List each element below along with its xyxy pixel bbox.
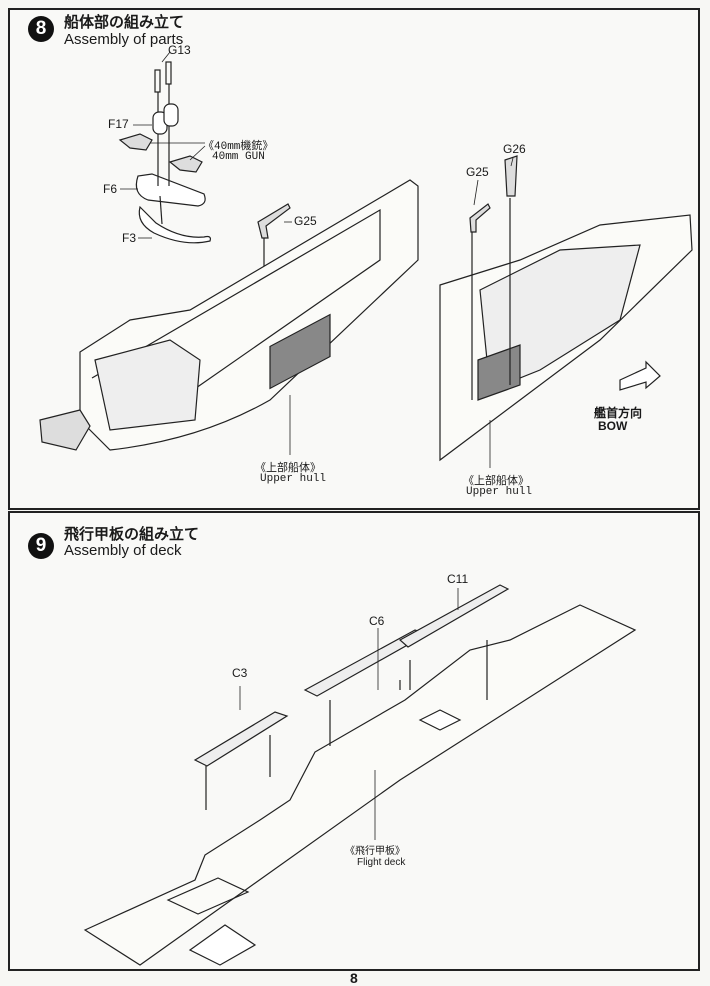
upper-hull-left-en: Upper hull <box>260 473 327 485</box>
step-8-title-en: Assembly of parts <box>64 31 184 48</box>
step-8-title-jp: 船体部の組み立て <box>64 14 185 31</box>
bow-label-jp: 艦首方向 <box>594 406 643 420</box>
step-8-badge: 8 <box>28 16 54 42</box>
upper-hull-left-drawing <box>39 179 419 455</box>
gun-assembly-drawing <box>118 51 211 244</box>
upper-hull-right-jp: 《上部船体》 <box>463 476 529 488</box>
bow-label-en: BOW <box>598 419 628 433</box>
upper-hull-left-jp: 《上部船体》 <box>255 463 321 475</box>
step-9-title-jp: 飛行甲板の組み立て <box>64 526 200 543</box>
flight-deck-drawing <box>83 584 637 966</box>
part-label-f3: F3 <box>122 231 137 245</box>
part-label-c11: C11 <box>447 572 469 586</box>
page-number: 8 <box>350 970 358 986</box>
gun-label-jp: 《40mm機銃》 <box>203 141 274 153</box>
part-label-g25-right: G25 <box>466 165 489 179</box>
flight-deck-label-jp: 《飛行甲板》 <box>345 846 405 857</box>
upper-hull-right-en: Upper hull <box>466 486 533 498</box>
part-label-g13: G13 <box>168 43 191 57</box>
step-9-title-en: Assembly of deck <box>64 542 182 559</box>
part-label-f6: F6 <box>103 182 118 196</box>
part-label-f17: F17 <box>108 117 129 131</box>
part-label-g26: G26 <box>503 142 526 156</box>
flight-deck-label-en: Flight deck <box>357 857 406 868</box>
part-label-c3: C3 <box>232 666 248 680</box>
upper-hull-right-drawing <box>439 155 693 468</box>
step-9-badge: 9 <box>28 533 54 559</box>
gun-label-en: 40mm GUN <box>212 151 265 163</box>
part-label-c6: C6 <box>369 614 385 628</box>
part-label-g25-left: G25 <box>294 214 317 228</box>
